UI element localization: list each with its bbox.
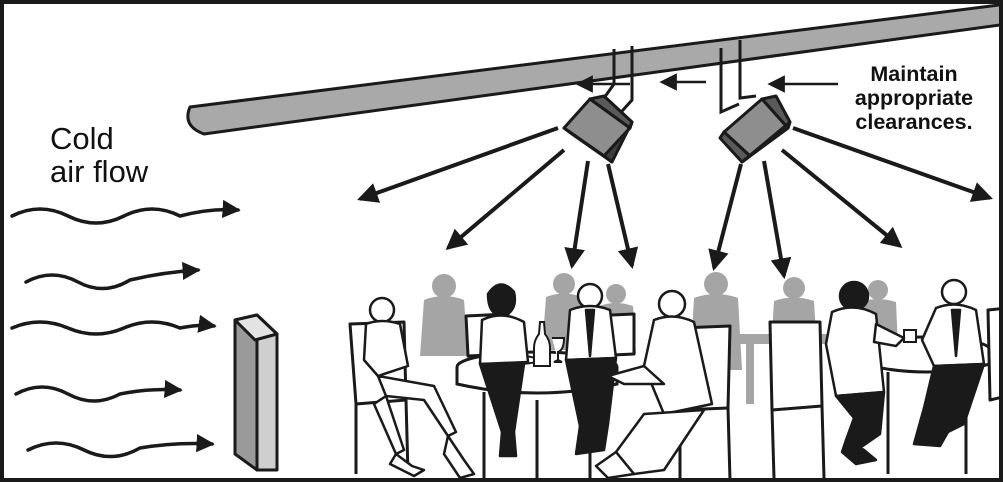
mug: [904, 330, 916, 342]
heat-ray-arrow: [764, 161, 784, 276]
heat-ray-arrow: [714, 164, 741, 268]
diner: [480, 284, 528, 456]
heat-rays: [360, 128, 990, 276]
clearances-label: Maintain appropriate clearances.: [836, 62, 992, 134]
infrared-heater-left: [564, 96, 632, 162]
heat-ray-arrow: [608, 164, 632, 266]
doorway: [235, 315, 277, 470]
heat-ray-arrow: [793, 128, 990, 198]
diner: [566, 284, 616, 454]
heat-ray-arrow: [572, 161, 588, 266]
cold-air-arrow: [28, 443, 212, 457]
cold-air-arrow: [12, 209, 238, 223]
heat-ray-arrow: [448, 150, 564, 248]
cold-air-arrows: [12, 209, 238, 457]
infrared-heater-right: [720, 96, 790, 162]
cold-air-arrow: [16, 387, 180, 401]
chair: [770, 322, 822, 410]
heat-ray-arrow: [360, 128, 558, 199]
chair: [988, 308, 1003, 400]
clearance-arrows: [578, 82, 838, 84]
cold-air-flow-label: Cold air flow: [50, 122, 148, 188]
cold-air-arrow: [26, 270, 198, 289]
cold-air-arrow: [12, 322, 214, 334]
heat-ray-arrow: [782, 150, 900, 246]
